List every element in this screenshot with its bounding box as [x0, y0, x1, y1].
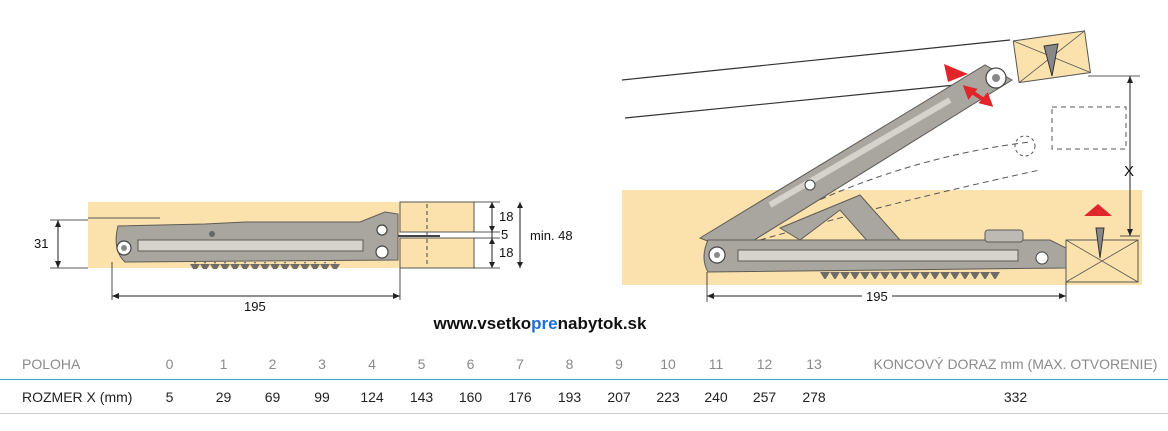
base-block [399, 237, 475, 269]
adjust-arrow-icon [944, 64, 968, 82]
closed-hinge-drawing: 31 195 18 5 18 min. 48 [34, 201, 573, 314]
end-stop-header: KONCOVÝ DORAZ mm (MAX. OTVORENIE) [839, 348, 1168, 380]
min-height-label: min. 48 [530, 228, 573, 243]
position-cell: 12 [740, 348, 789, 380]
open-hinge-drawing: X 195 [621, 30, 1142, 304]
position-cell: 1 [199, 348, 248, 380]
position-cell: 9 [594, 348, 644, 380]
lid-block [399, 201, 475, 233]
height-label: 31 [34, 236, 48, 251]
dimension-cell: 223 [644, 379, 692, 414]
hinge-closed [115, 211, 440, 269]
hinge-diagram: 31 195 18 5 18 min. 48 [34, 30, 1142, 314]
position-cell: 8 [545, 348, 594, 380]
dimension-header: ROZMER X (mm) [0, 379, 140, 414]
dimension-cell: 124 [347, 379, 397, 414]
lid-thickness-label: 18 [499, 209, 513, 224]
position-cell: 10 [644, 348, 692, 380]
website-suffix: nabytok.sk [557, 314, 647, 333]
end-stop-value: 332 [839, 379, 1168, 414]
dimension-cell: 207 [594, 379, 644, 414]
up-triangle-icon [1084, 204, 1112, 216]
width-label-left: 195 [244, 299, 266, 314]
gap-label: 5 [501, 227, 508, 242]
dimension-cell: 29 [199, 379, 248, 414]
x-dimension-label: X [1124, 163, 1134, 180]
adjust-double-arrow-icon [962, 85, 994, 107]
position-cell: 11 [692, 348, 740, 380]
dimension-cell: 193 [545, 379, 594, 414]
dimension-cell: 160 [446, 379, 495, 414]
dimension-cell: 99 [297, 379, 347, 414]
website-prefix: www.vsetko [433, 314, 532, 333]
dimension-cell: 69 [248, 379, 297, 414]
dimension-cell: 143 [397, 379, 446, 414]
position-cell: 2 [248, 348, 297, 380]
hinge-base-rail [703, 229, 1067, 279]
dimension-cell: 257 [740, 379, 789, 414]
dimension-cell: 240 [692, 379, 740, 414]
website-url[interactable]: www.vsetkoprenabytok.sk [0, 314, 1080, 334]
base-thickness-label: 18 [499, 245, 513, 260]
dimension-cell: 5 [140, 379, 199, 414]
position-cell: 6 [446, 348, 495, 380]
width-label-right: 195 [866, 289, 888, 304]
position-header: POLOHA [0, 348, 140, 380]
dimension-cell: 278 [789, 379, 839, 414]
website-highlight: pre [531, 314, 558, 333]
dimension-cell: 176 [495, 379, 545, 414]
position-cell: 13 [789, 348, 839, 380]
position-cell: 7 [495, 348, 545, 380]
position-cell: 3 [297, 348, 347, 380]
position-cell: 5 [397, 348, 446, 380]
position-cell: 4 [347, 348, 397, 380]
position-cell: 0 [140, 348, 199, 380]
